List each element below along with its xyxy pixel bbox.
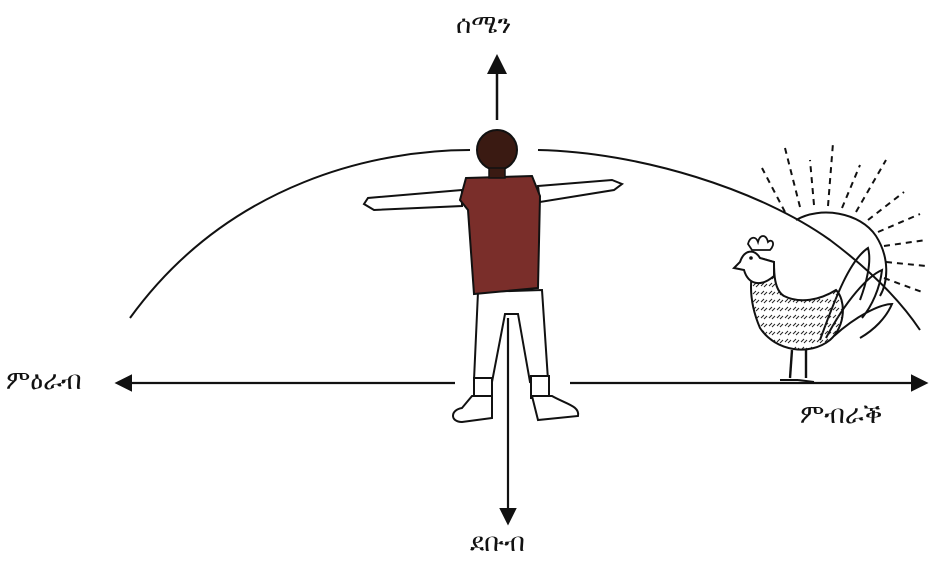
person-figure <box>364 130 622 422</box>
rooster-icon <box>734 236 892 382</box>
person-head <box>477 130 517 170</box>
sun-disc <box>796 213 886 296</box>
left-shoe <box>453 396 492 422</box>
right-shoe <box>532 396 578 420</box>
person-legs <box>474 290 548 382</box>
person-shirt <box>460 176 540 294</box>
south-label: ደቡብ <box>470 530 525 556</box>
sun-icon <box>762 143 926 292</box>
north-label: ሰሜን <box>456 12 511 38</box>
east-label: ምብራቕ <box>800 402 882 428</box>
west-label: ምዕራብ <box>6 368 82 394</box>
left-arm <box>364 190 462 210</box>
right-arm <box>538 180 622 202</box>
